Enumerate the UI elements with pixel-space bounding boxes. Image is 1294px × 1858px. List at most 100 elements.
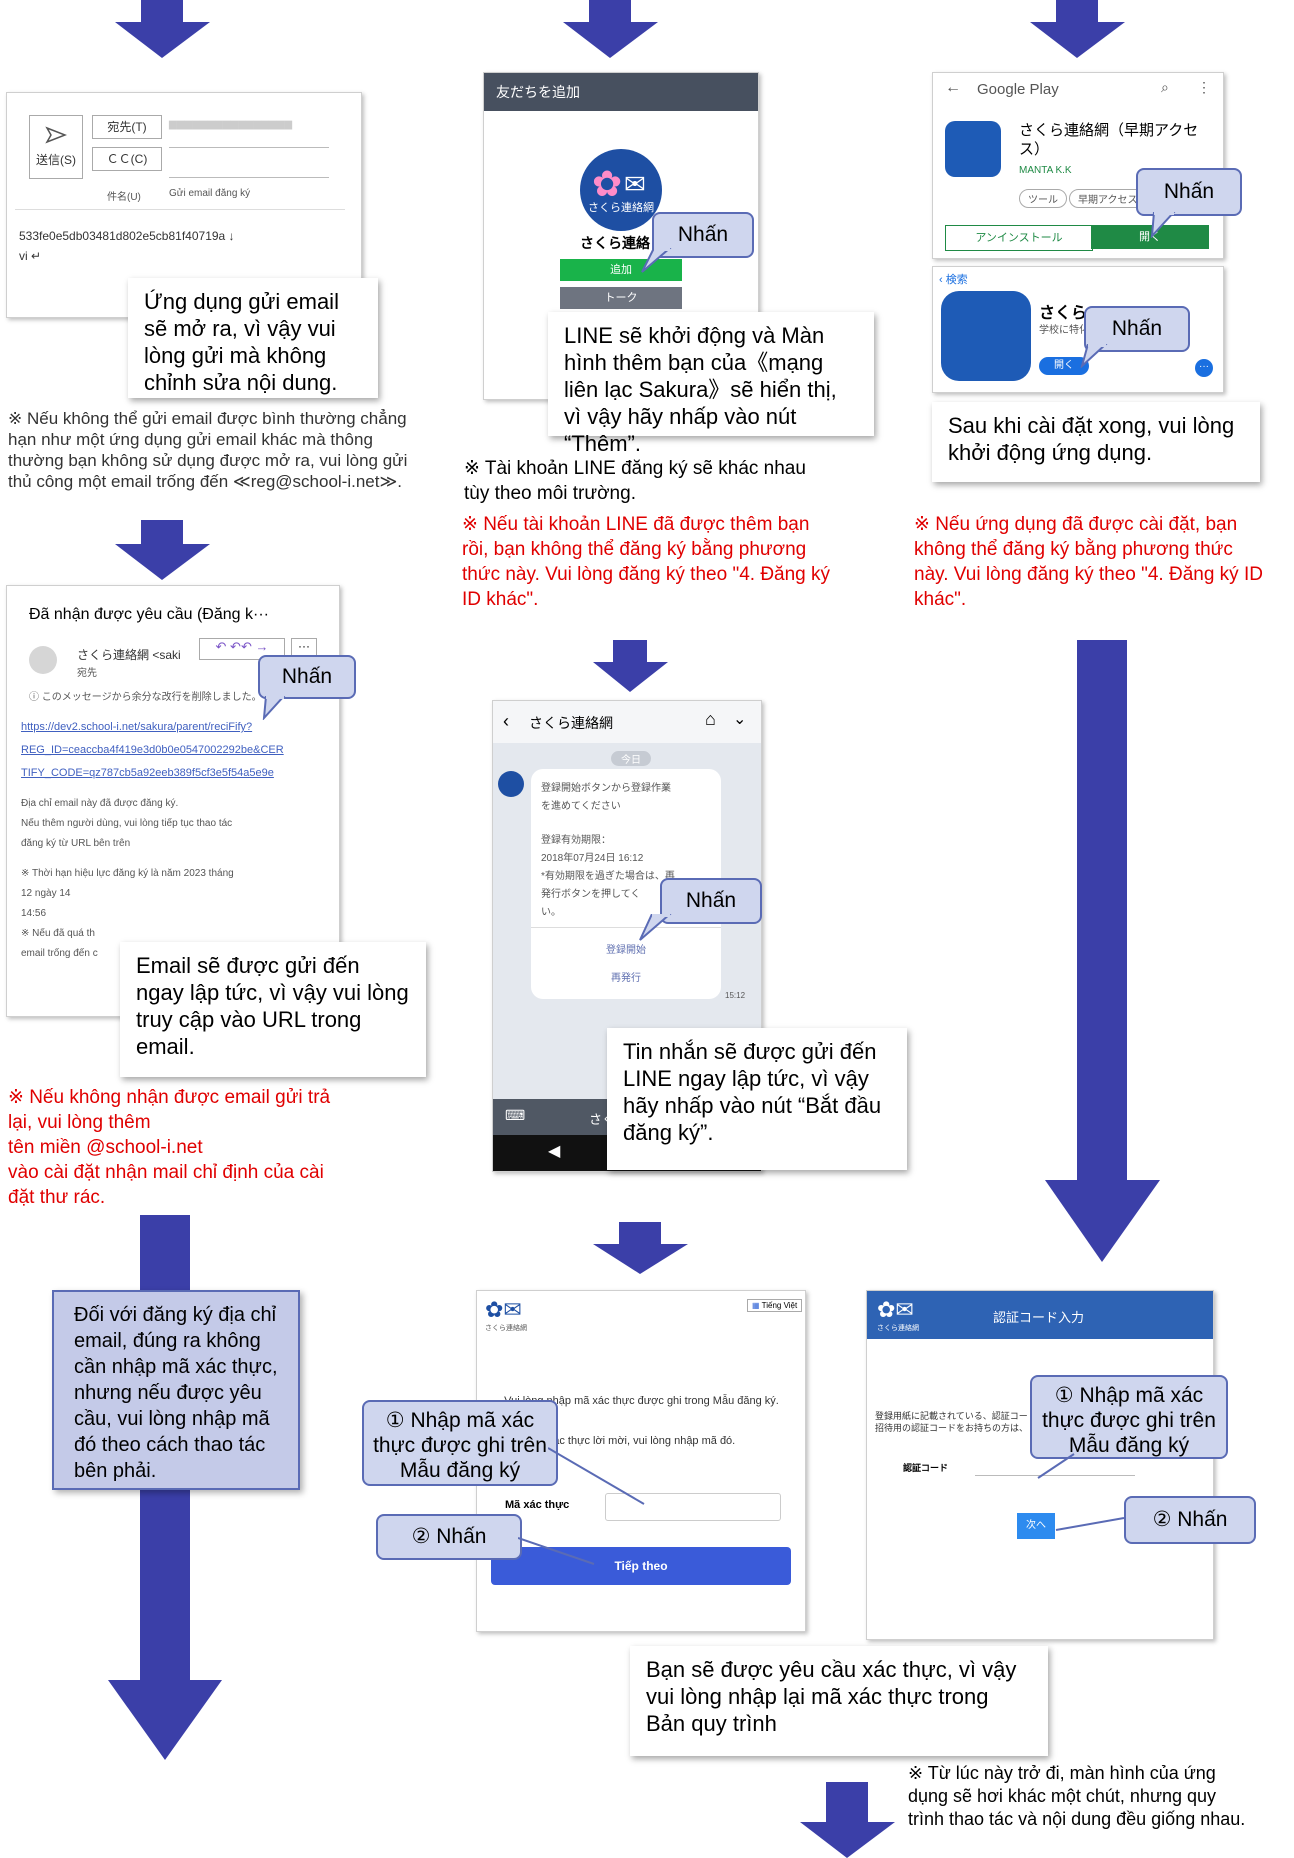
- received-text3: đăng ký từ URL bên trên: [21, 838, 131, 849]
- start-registration-button[interactable]: 登録開始: [606, 945, 646, 956]
- verify-caption: Bạn sẽ được yêu cầu xác thực, vì vậy vui…: [630, 1646, 1048, 1756]
- logo-flower-icon: ✿: [592, 163, 623, 204]
- gp-tag-tools: ツール: [1019, 189, 1067, 208]
- store-caption: Sau khi cài đặt xong, vui lòng khởi động…: [932, 402, 1260, 482]
- email-code-side-note: Đối với đăng ký địa chỉ email, đúng ra k…: [52, 1290, 300, 1490]
- chat-header: [493, 701, 761, 743]
- send-icon: [45, 126, 68, 144]
- flag-icon: ▦: [752, 1301, 760, 1310]
- verify-jp-screenshot: ✿✉ さくら連絡網 認証コード入力 登録用紙に記載されている、認証コー 招待用の…: [866, 1290, 1214, 1640]
- subject-value[interactable]: Gửi email đăng ký: [169, 188, 251, 199]
- verify-link-line2[interactable]: REG_ID=ceaccba4f419e3d0b0e0547002292be&C…: [21, 744, 284, 756]
- chat-home-icon[interactable]: ⌂: [705, 709, 716, 729]
- received-text7: ※ Nếu đã quá th: [21, 928, 95, 939]
- send-button[interactable]: 送信(S): [29, 115, 83, 179]
- nav-back-icon[interactable]: ◀: [548, 1143, 561, 1160]
- flow-arrow-middle-lower: [593, 1222, 688, 1274]
- subject-underline: [15, 209, 345, 210]
- cc-button[interactable]: ＣＣ(C): [92, 147, 162, 171]
- jp-header-title: 認証コード入力: [993, 1310, 1085, 1325]
- jp-callout2-pointer: [1055, 1517, 1125, 1531]
- subject-label: 件名(U): [107, 192, 141, 203]
- gp-developer: MANTA K.K: [1019, 165, 1072, 176]
- sender-avatar: [29, 646, 57, 674]
- chat-back-icon[interactable]: ‹: [503, 711, 509, 731]
- received-note: ※ Nếu không nhận được email gửi trả lại,…: [8, 1087, 331, 1208]
- as-app-sub: 学校に特化: [1039, 325, 1089, 336]
- to-button[interactable]: 宛先(T): [92, 115, 162, 139]
- chat-msg4: 2018年07月24日 16:12: [541, 853, 644, 864]
- gp-tap-callout: Nhấn: [1136, 168, 1242, 216]
- jp-next-button[interactable]: 次へ: [1017, 1513, 1055, 1539]
- gp-uninstall-button[interactable]: アンインストール: [945, 225, 1093, 251]
- reissue-button[interactable]: 再発行: [611, 973, 641, 984]
- gp-menu-icon[interactable]: ⋮: [1197, 79, 1211, 95]
- gp-app-name: さくら連絡網（早期アクセス）: [1019, 122, 1199, 158]
- jp-tap-callout: ② Nhấn: [1124, 1496, 1256, 1544]
- jp-code-label: 認証コード: [903, 1463, 949, 1473]
- chat-callout-tail: [639, 914, 672, 941]
- talk-button[interactable]: トーク: [560, 287, 682, 309]
- reply-actions[interactable]: ↶ ↶↶ →: [199, 638, 285, 660]
- line-header-bar: 友だちを追加: [484, 73, 758, 111]
- email-body-line1[interactable]: 533fe0e5db03481d802e5cb81f40719a ↓: [19, 229, 235, 243]
- vi-logo-caption: さくら連絡網: [485, 1325, 527, 1332]
- jp-callout1-pointer: [1037, 1453, 1075, 1479]
- jp-logo-icon: ✿✉: [877, 1297, 914, 1322]
- gp-search-icon[interactable]: ⌕: [1161, 79, 1169, 95]
- email-compose-screenshot: 送信(S) 宛先(T) ▆▆▆▆▆▆▆▆▆▆▆▆▆▆▆▆ ＣＣ(C) 件名(U)…: [6, 92, 362, 318]
- jp-code-input[interactable]: [975, 1475, 1135, 1476]
- sender-name: さくら連絡網 <saki: [77, 648, 181, 662]
- flow-arrow-left-middle: [115, 520, 210, 580]
- vi-code-input[interactable]: [605, 1493, 781, 1521]
- chat-msg3: 登録有効期限：: [541, 835, 611, 846]
- received-caption: Email sẽ được gửi đến ngay lập tức, vì v…: [120, 942, 426, 1077]
- received-text1: Địa chỉ email này đã được đăng ký.: [21, 798, 179, 809]
- vi-tap-callout: ② Nhấn: [376, 1514, 522, 1560]
- chat-caption: Tin nhắn sẽ được gửi đến LINE ngay lập t…: [607, 1028, 907, 1170]
- info-line: ⓘ このメッセージから余分な改行を削除しました。: [29, 692, 262, 703]
- chat-tap-callout: Nhấn: [660, 878, 762, 924]
- chat-msg6: 発行ボタンを押してく: [541, 889, 641, 900]
- logo-caption: さくら連絡網: [588, 202, 654, 214]
- email-body-line2[interactable]: vi ↵: [19, 249, 42, 263]
- to-underline: [169, 147, 329, 148]
- jp-logo-caption: さくら連絡網: [877, 1325, 919, 1332]
- as-more-icon[interactable]: ···: [1195, 359, 1213, 377]
- received-text2: Nếu thêm người dùng, vui lòng tiếp tục t…: [21, 818, 233, 829]
- flow-arrow-top-left: [115, 0, 210, 58]
- as-back-link[interactable]: ‹ 検索: [939, 274, 968, 286]
- received-callout-tail: [262, 696, 286, 720]
- chat-title: さくら連絡網: [529, 715, 613, 731]
- chat-msg7: い。: [541, 907, 561, 918]
- keyboard-icon[interactable]: ⌨: [505, 1107, 526, 1123]
- flow-arrow-bottom: [800, 1782, 895, 1858]
- jp-instruction2: 招待用の認証コードをお持ちの方は、: [875, 1423, 1029, 1433]
- gp-callout-tail: [1150, 212, 1176, 238]
- to-value[interactable]: ▆▆▆▆▆▆▆▆▆▆▆▆▆▆▆▆: [169, 119, 293, 130]
- received-text5: 12 ngày 14: [21, 888, 71, 899]
- cc-underline: [169, 177, 329, 178]
- verify-link-line3[interactable]: TIFY_CODE=qz787cb5a92eeb389f5cf3e5f54a5e…: [21, 767, 274, 779]
- chat-time: 15:12: [725, 991, 746, 1000]
- as-open-button[interactable]: 開く: [1039, 357, 1089, 375]
- store-note: ※ Nếu ứng dụng đã được cài đặt, bạn khôn…: [914, 514, 1263, 610]
- chat-date-badge: 今日: [611, 751, 651, 766]
- send-label: 送信(S): [36, 153, 76, 167]
- as-back-label: 検索: [945, 274, 968, 286]
- email-caption: Ứng dụng gửi email sẽ mở ra, vì vậy vui …: [128, 278, 378, 398]
- google-play-screenshot: ← Google Play ⌕ ⋮ さくら連絡網（早期アクセス） MANTA K…: [932, 72, 1224, 259]
- language-selector[interactable]: ▦ Tiếng Việt: [747, 1299, 803, 1312]
- gp-open-button[interactable]: 開く: [1091, 225, 1209, 249]
- jp-header-bar: [867, 1291, 1213, 1339]
- line-account-name: さくら連絡: [580, 235, 650, 251]
- chat-chevron-down-icon[interactable]: ⌄: [733, 711, 747, 728]
- line-add-callout-tail: [641, 248, 672, 273]
- gp-title: Google Play: [977, 81, 1059, 98]
- vi-next-button[interactable]: Tiếp theo: [491, 1547, 791, 1585]
- gp-tag-early-access: 早期アクセス: [1069, 189, 1147, 208]
- verify-link-line1[interactable]: https://dev2.school-i.net/sakura/parent/…: [21, 721, 253, 733]
- received-subject: Đã nhận được yêu cầu (Đăng k···: [29, 606, 269, 623]
- gp-back-icon[interactable]: ←: [945, 79, 961, 96]
- received-tap-callout: Nhấn: [258, 655, 356, 699]
